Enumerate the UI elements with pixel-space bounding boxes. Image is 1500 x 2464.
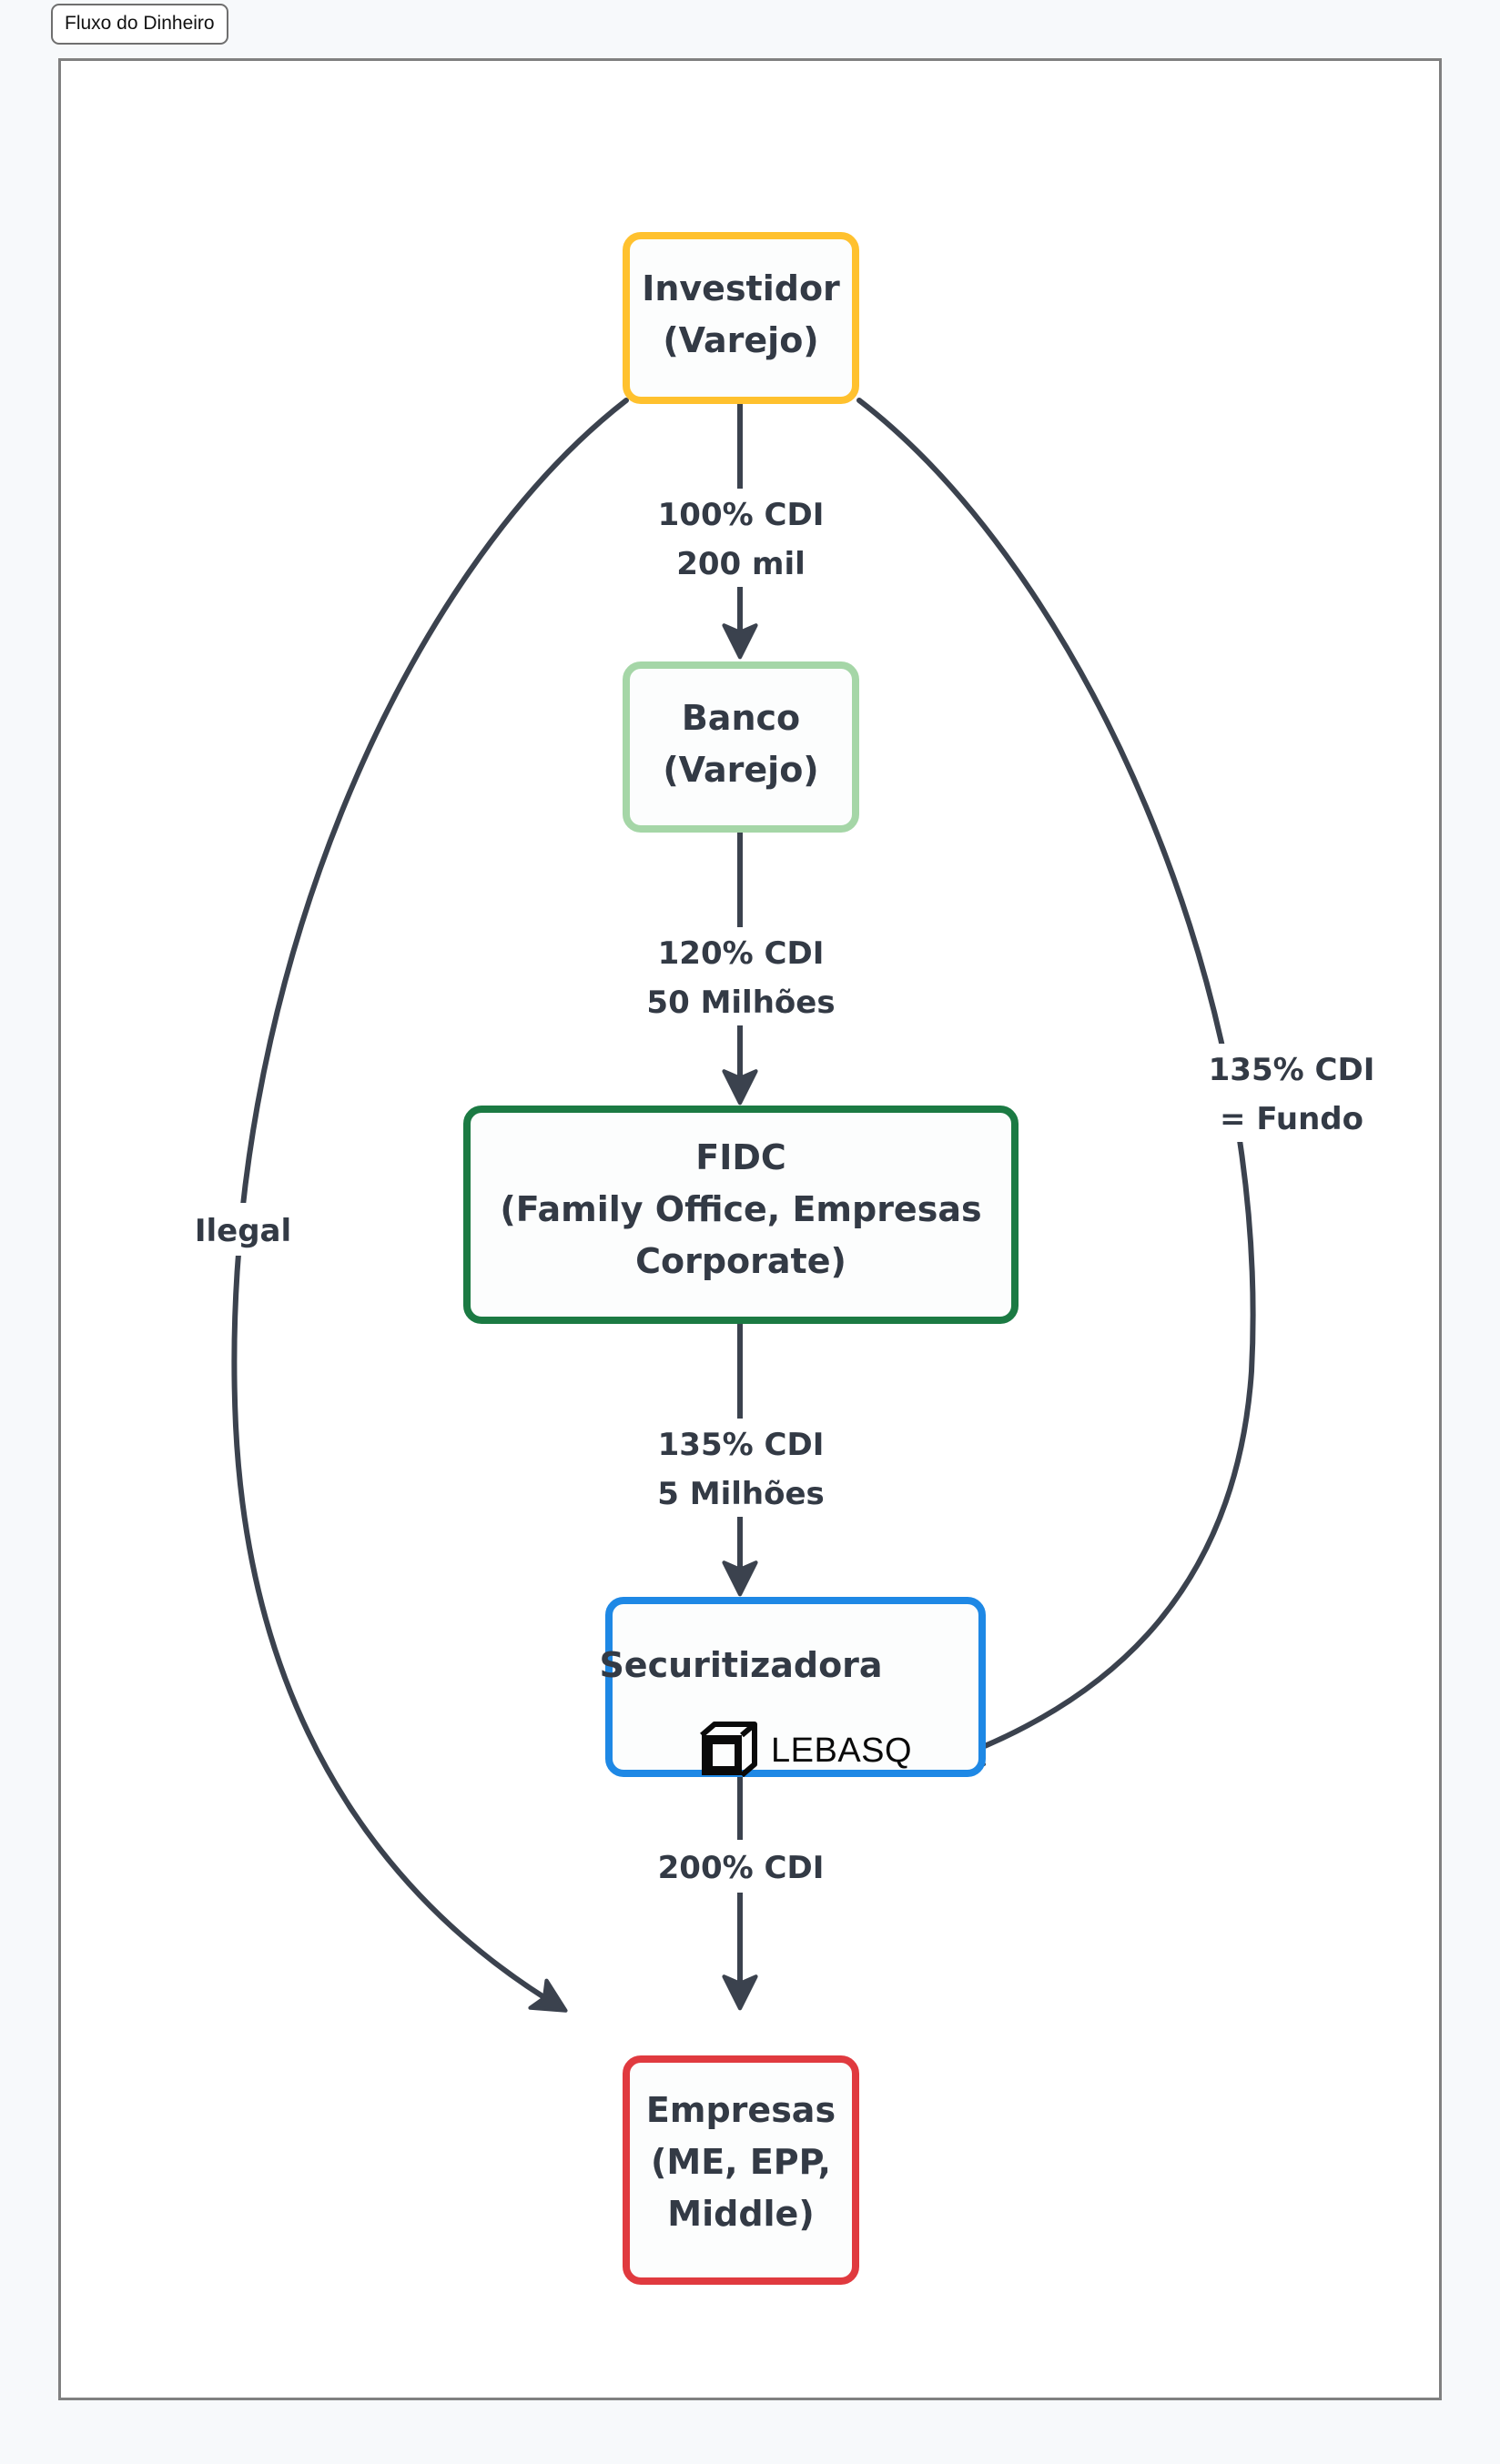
edge-label-line2: 50 Milhões	[646, 985, 835, 1021]
tab-fluxo-do-dinheiro[interactable]: Fluxo do Dinheiro	[51, 3, 228, 45]
edge-label-fidc-securitizadora: 135% CDI 5 Milhões	[623, 1419, 858, 1517]
edge-investidor-securitizadora-fundo	[856, 398, 1256, 1767]
edge-label-line1: 200% CDI	[658, 1850, 825, 1886]
cube-logo-icon	[700, 1722, 757, 1778]
edge-label-line1: 120% CDI	[658, 935, 825, 972]
edge-label-line1: 100% CDI	[658, 497, 825, 533]
edge-path-ilegal	[231, 398, 629, 2013]
node-investidor-box[interactable]	[623, 232, 859, 404]
node-securitizadora-box[interactable]	[605, 1597, 986, 1777]
edge-label-ilegal: Ilegal	[170, 1203, 316, 1256]
edge-label-line2: 5 Milhões	[657, 1476, 825, 1512]
node-fidc-line3: Corporate)	[635, 1241, 846, 1281]
edge-label-bg	[623, 1419, 858, 1517]
edge-investidor-empresas-ilegal	[231, 398, 629, 2013]
edge-label-line1: Ilegal	[195, 1213, 291, 1249]
edge-label-line1: 135% CDI	[658, 1427, 825, 1463]
node-banco-line1: Banco	[682, 698, 800, 738]
logo-wordmark: LEBASQ	[771, 1732, 912, 1770]
edge-label-fundo: 135% CDI = Fundo	[1173, 1044, 1410, 1142]
edge-label-bg	[623, 489, 858, 587]
edge-label-line2: 200 mil	[676, 546, 806, 582]
node-empresas-box[interactable]	[623, 2055, 859, 2285]
node-fidc-line1: FIDC	[695, 1137, 786, 1177]
node-banco-line2: (Varejo)	[663, 750, 818, 790]
node-empresas-line2: (ME, EPP,	[651, 2142, 831, 2182]
node-empresas-line1: Empresas	[646, 2090, 836, 2130]
edge-label-bg	[170, 1203, 316, 1256]
tab-strip: Fluxo do Dinheiro	[51, 3, 228, 45]
node-investidor-line1: Investidor	[642, 268, 840, 308]
edge-label-securitizadora-empresas: 200% CDI	[623, 1840, 858, 1893]
diagram-frame: 100% CDI 200 mil 120% CDI 50 Milhões 135…	[58, 58, 1442, 2400]
edge-label-investidor-banco: 100% CDI 200 mil	[623, 489, 858, 587]
edge-label-bg	[614, 927, 867, 1025]
edge-label-line2: = Fundo	[1220, 1101, 1363, 1137]
node-banco-box[interactable]	[623, 661, 859, 833]
flowchart-svg: 100% CDI 200 mil 120% CDI 50 Milhões 135…	[170, 232, 1410, 2285]
node-banco[interactable]: Banco (Varejo)	[623, 661, 859, 833]
node-fidc[interactable]: FIDC (Family Office, Empresas Corporate)	[463, 1106, 1019, 1324]
edge-label-bg	[1173, 1044, 1410, 1142]
node-investidor[interactable]: Investidor (Varejo)	[623, 232, 859, 404]
edge-label-banco-fidc: 120% CDI 50 Milhões	[614, 927, 867, 1025]
node-fidc-line2: (Family Office, Empresas	[500, 1189, 981, 1229]
node-empresas[interactable]: Empresas (ME, EPP, Middle)	[623, 2055, 859, 2285]
node-empresas-line3: Middle)	[667, 2194, 814, 2234]
node-fidc-box[interactable]	[463, 1106, 1019, 1324]
edge-path-fundo	[856, 398, 1256, 1767]
edge-label-bg	[623, 1840, 858, 1893]
node-investidor-line2: (Varejo)	[663, 320, 818, 360]
edge-label-line1: 135% CDI	[1209, 1052, 1375, 1088]
node-securitizadora-line1: Securitizadora	[599, 1645, 882, 1685]
node-securitizadora[interactable]: Securitizadora LEBASQ	[599, 1597, 986, 1778]
